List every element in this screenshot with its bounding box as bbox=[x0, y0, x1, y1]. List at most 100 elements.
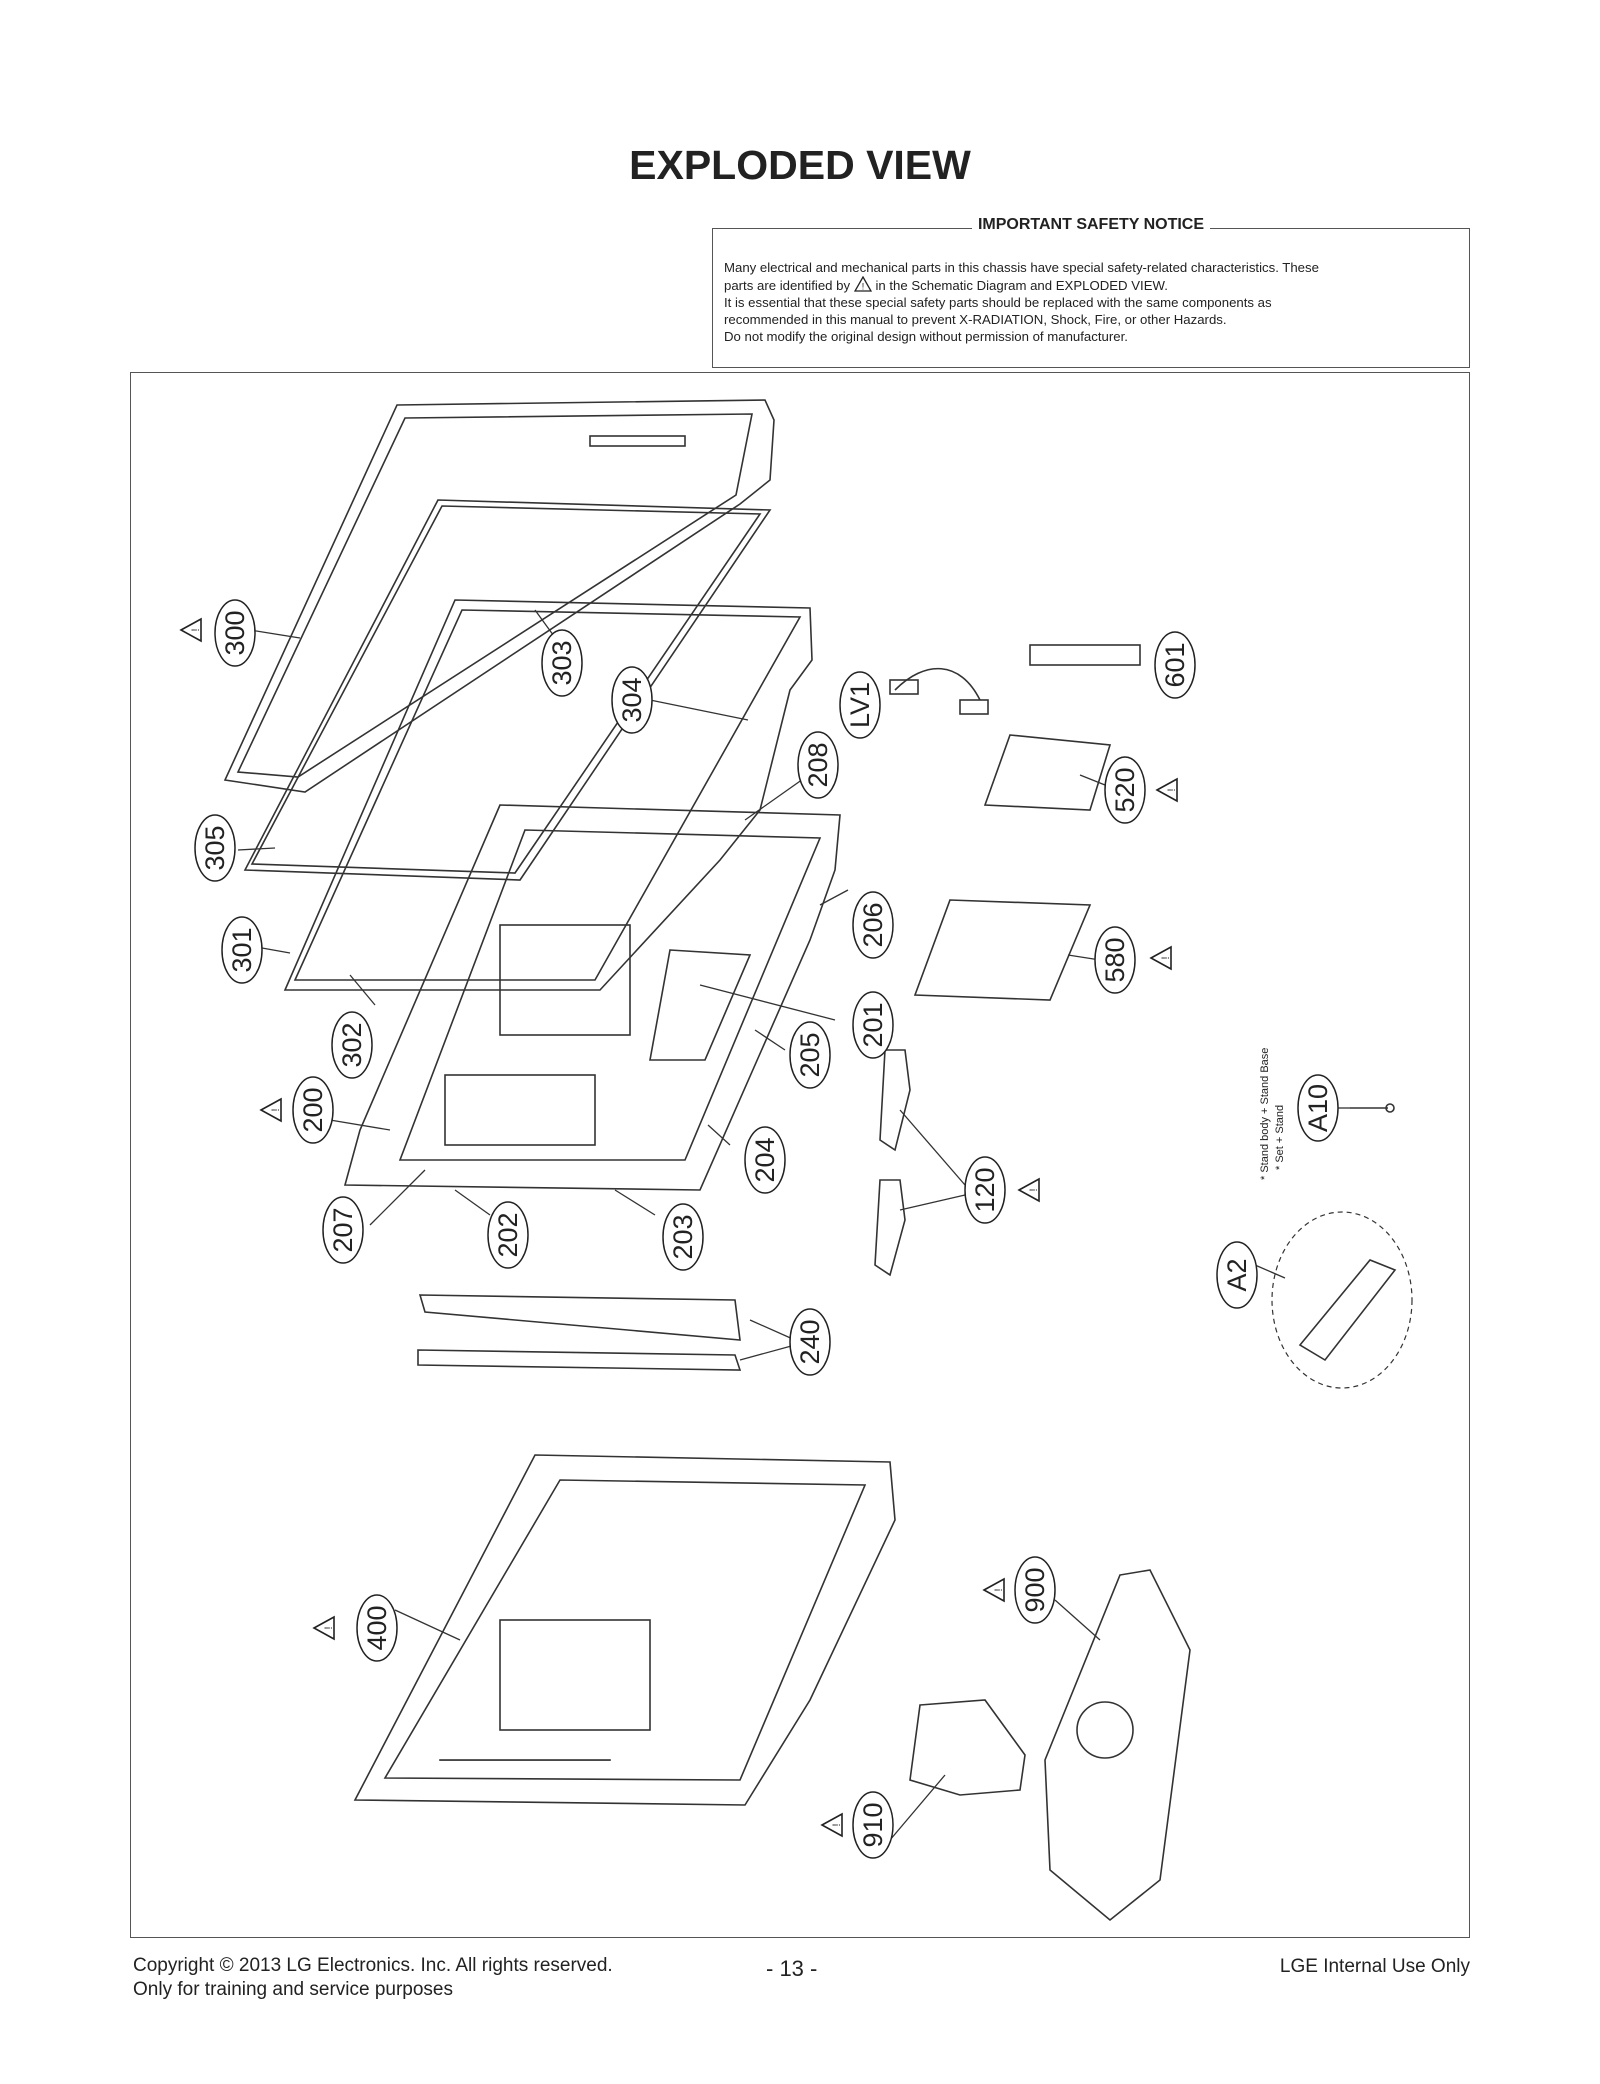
stand-base-drawing bbox=[1044, 1569, 1191, 1922]
notice-line: in the Schematic Diagram and EXPLODED VI… bbox=[875, 278, 1168, 293]
bracket-drawing bbox=[417, 1349, 742, 1371]
warning-triangle-icon: ! bbox=[1017, 1177, 1040, 1203]
part-callout-601: 601 bbox=[1154, 631, 1196, 699]
part-callout-204: 204 bbox=[744, 1126, 786, 1194]
part-number: 207 bbox=[328, 1207, 358, 1252]
diagram-frame bbox=[130, 372, 1470, 1938]
notice-line: It is essential that these special safet… bbox=[724, 295, 1272, 310]
page-number: - 13 - bbox=[766, 1956, 818, 1981]
safety-notice-text: Many electrical and mechanical parts in … bbox=[724, 259, 1458, 345]
part-callout-201: 201 bbox=[852, 991, 894, 1059]
part-number: 910 bbox=[858, 1802, 888, 1847]
part-number: 206 bbox=[858, 902, 888, 947]
part-number: 601 bbox=[1160, 642, 1190, 687]
svg-text:!: ! bbox=[270, 1108, 282, 1111]
part-callout-LV1: LV1 bbox=[839, 671, 881, 739]
stand-note-line1: * Stand body + Stand Base bbox=[1259, 1048, 1271, 1180]
copyright-text: Copyright © 2013 LG Electronics. Inc. Al… bbox=[133, 1955, 613, 1976]
warning-triangle-icon: ! bbox=[853, 276, 872, 292]
part-callout-302: 302 bbox=[331, 1011, 373, 1079]
part-callout-208: 208 bbox=[797, 731, 839, 799]
back-cover-drawing bbox=[353, 1454, 896, 1806]
svg-text:!: ! bbox=[1028, 1188, 1040, 1191]
stand-note-line2: * Set + Stand bbox=[1274, 1105, 1286, 1170]
main-board-drawing bbox=[983, 734, 1112, 811]
warning-triangle-icon: ! bbox=[259, 1097, 282, 1123]
part-number: 240 bbox=[795, 1319, 825, 1364]
part-callout-240: 240 bbox=[789, 1308, 831, 1376]
part-number: 205 bbox=[795, 1032, 825, 1077]
part-callout-206: 206 bbox=[852, 891, 894, 959]
stand-note: * Stand body + Stand Base * Set + Stand bbox=[1259, 1048, 1286, 1180]
warning-triangle-icon: ! bbox=[312, 1615, 335, 1641]
part-callout-200: 200 bbox=[292, 1076, 334, 1144]
warning-triangle-icon: ! bbox=[982, 1577, 1005, 1603]
notice-line: Many electrical and mechanical parts in … bbox=[724, 260, 1319, 275]
part-callout-900: 900 bbox=[1014, 1556, 1056, 1624]
bracket-drawing bbox=[418, 1294, 741, 1341]
footer-copyright: Copyright © 2013 LG Electronics. Inc. Al… bbox=[133, 1954, 613, 2002]
part-callout-305: 305 bbox=[194, 814, 236, 882]
svg-text:!: ! bbox=[323, 1626, 335, 1629]
part-callout-520: 520 bbox=[1104, 756, 1146, 824]
page-title: EXPLODED VIEW bbox=[629, 142, 971, 188]
part-number: A2 bbox=[1222, 1258, 1252, 1291]
safety-notice-title: IMPORTANT SAFETY NOTICE bbox=[971, 216, 1211, 233]
notice-line: recommended in this manual to prevent X-… bbox=[724, 312, 1227, 327]
svg-text:!: ! bbox=[993, 1588, 1005, 1591]
part-number: 400 bbox=[362, 1605, 392, 1650]
part-callouts: 300 303 304 LV1 601 208 520 305 206 301 … bbox=[194, 599, 1339, 1859]
power-board-drawing bbox=[913, 899, 1092, 1001]
warning-icons: ! ! ! ! ! ! ! ! bbox=[179, 617, 1178, 1838]
ir-board-drawing bbox=[1029, 644, 1141, 666]
part-number: A10 bbox=[1303, 1084, 1333, 1132]
part-callout-303: 303 bbox=[541, 629, 583, 697]
part-callout-205: 205 bbox=[789, 1021, 831, 1089]
part-number: 520 bbox=[1110, 767, 1140, 812]
part-number: 303 bbox=[547, 640, 577, 685]
part-callout-203: 203 bbox=[662, 1203, 704, 1271]
speaker-drawing bbox=[874, 1179, 906, 1277]
part-number: 208 bbox=[803, 742, 833, 787]
part-callout-A10: A10 bbox=[1297, 1074, 1339, 1142]
svg-text:!: ! bbox=[1166, 788, 1178, 791]
stand-body-drawing bbox=[909, 1699, 1026, 1796]
part-callout-580: 580 bbox=[1094, 926, 1136, 994]
lvds-cable-drawing bbox=[894, 667, 981, 701]
warning-triangle-icon: ! bbox=[179, 617, 202, 643]
part-callout-207: 207 bbox=[322, 1196, 364, 1264]
internal-use-label: LGE Internal Use Only bbox=[1279, 1956, 1470, 1977]
svg-text:!: ! bbox=[1160, 956, 1172, 959]
purpose-text: Only for training and service purposes bbox=[133, 1979, 453, 2000]
part-callout-120: 120 bbox=[964, 1156, 1006, 1224]
part-number: 202 bbox=[493, 1212, 523, 1257]
part-number: 203 bbox=[668, 1214, 698, 1259]
part-number: 301 bbox=[227, 927, 257, 972]
warning-triangle-icon: ! bbox=[1149, 945, 1172, 971]
part-callout-400: 400 bbox=[356, 1594, 398, 1662]
stand-body-callout bbox=[1271, 1211, 1413, 1389]
svg-text:!: ! bbox=[190, 628, 202, 631]
part-number: 900 bbox=[1020, 1567, 1050, 1612]
part-number: 300 bbox=[220, 610, 250, 655]
warning-triangle-icon: ! bbox=[1155, 777, 1178, 803]
safety-notice-box: IMPORTANT SAFETY NOTICE Many electrical … bbox=[712, 216, 1470, 368]
notice-line: Do not modify the original design withou… bbox=[724, 329, 1128, 344]
part-number: 304 bbox=[617, 677, 647, 722]
svg-text:!: ! bbox=[831, 1823, 843, 1826]
glass-panel-drawing bbox=[243, 499, 772, 881]
part-number: 302 bbox=[337, 1022, 367, 1067]
part-number: 200 bbox=[298, 1087, 328, 1132]
part-callout-301: 301 bbox=[221, 916, 263, 984]
part-number: 201 bbox=[858, 1002, 888, 1047]
speaker-drawing bbox=[879, 1049, 911, 1152]
part-number: 305 bbox=[200, 825, 230, 870]
chassis-frame-drawing bbox=[343, 804, 841, 1191]
part-callout-910: 910 bbox=[852, 1791, 894, 1859]
notice-line: parts are identified by bbox=[724, 278, 851, 293]
svg-text:!: ! bbox=[862, 282, 865, 292]
part-callout-A2: A2 bbox=[1216, 1241, 1258, 1309]
part-number: 580 bbox=[1100, 937, 1130, 982]
front-bezel-drawing bbox=[223, 399, 775, 793]
